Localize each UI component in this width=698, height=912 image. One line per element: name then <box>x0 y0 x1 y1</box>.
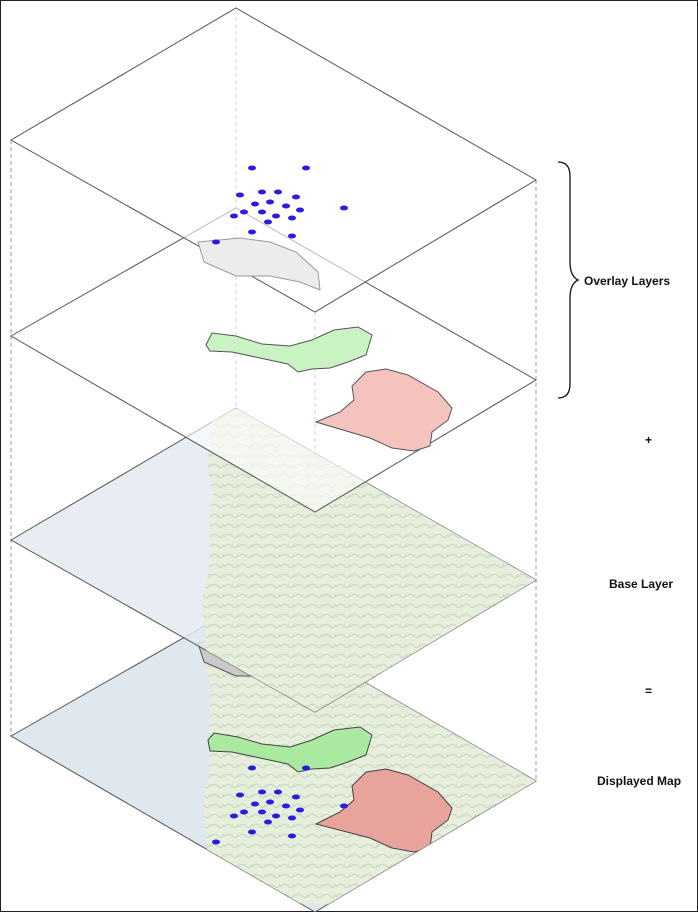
grey-polygon <box>197 237 321 291</box>
top-points <box>212 165 348 245</box>
base-layer-label: Base Layer <box>609 577 674 591</box>
equals-sign: = <box>645 684 653 698</box>
overlay-layers-label: Overlay Layers <box>584 274 671 288</box>
green-polygon <box>207 726 373 773</box>
overlay-brace <box>557 161 580 399</box>
plus-sign: + <box>645 433 653 447</box>
displayed-map-label: Displayed Map <box>597 774 682 788</box>
green-polygon <box>205 326 373 373</box>
polygon-layer <box>9 207 537 513</box>
point-layer <box>9 7 537 313</box>
displayed-points <box>212 765 348 845</box>
red-polygon <box>314 368 453 452</box>
red-polygon <box>314 768 453 853</box>
